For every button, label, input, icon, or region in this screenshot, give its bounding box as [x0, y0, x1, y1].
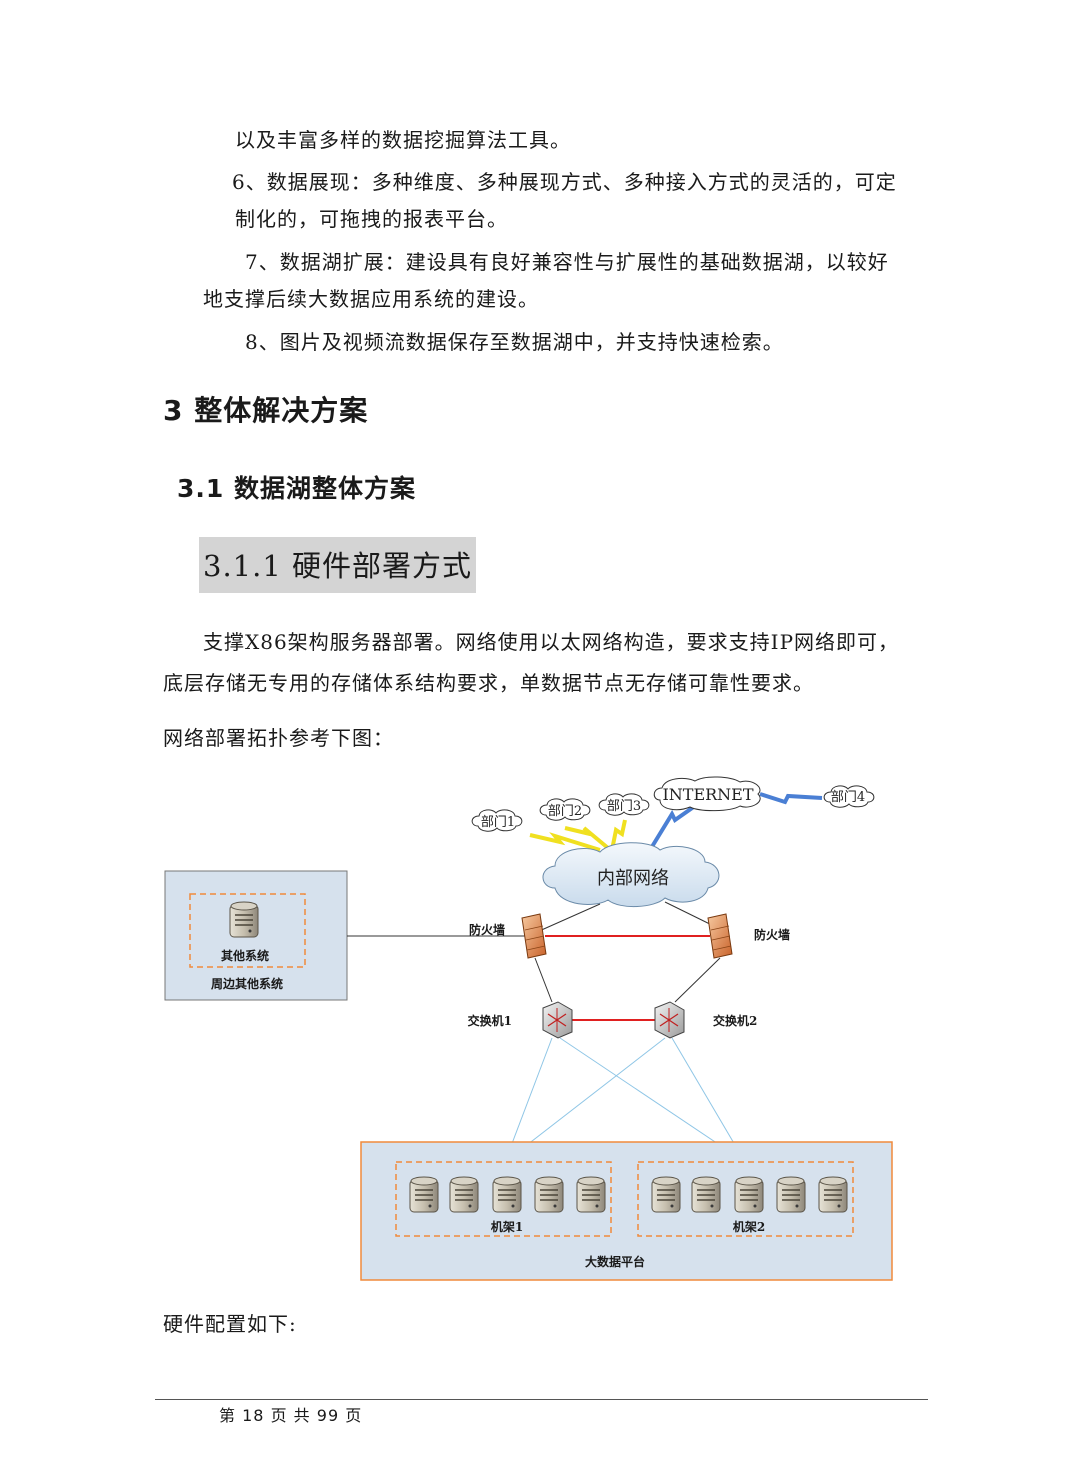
- network-topology-diagram: 其他系统 周边其他系统 部门1 部门2 部门3 INTERNET 部门4 内部网…: [164, 776, 893, 1281]
- server-icon: [818, 1176, 848, 1213]
- dept4-label: 部门4: [831, 790, 865, 805]
- rack2-label: 机架2: [733, 1219, 765, 1234]
- firewall-icon: [521, 913, 547, 959]
- server-icon: [576, 1176, 606, 1213]
- page-footer: 第 18 页 共 99 页: [219, 1402, 362, 1426]
- firewall-right-label: 防火墙: [754, 927, 790, 942]
- server-icon: [492, 1176, 522, 1213]
- internet-label: INTERNET: [662, 785, 753, 804]
- firewall-icon: [707, 913, 733, 959]
- section-paragraph: 支撑X86架构服务器部署。网络使用以太网络构造，要求支持IP网络即可，: [203, 630, 900, 654]
- server-icon: [449, 1176, 479, 1213]
- rack1-box: [395, 1161, 612, 1237]
- dept1-label: 部门1: [481, 815, 515, 830]
- list-item-6-cont: 制化的，可拖拽的报表平台。: [235, 207, 508, 231]
- platform-label: 大数据平台: [585, 1254, 645, 1269]
- list-item-7: 7、数据湖扩展：建设具有良好兼容性与扩展性的基础数据湖，以较好: [245, 250, 889, 274]
- footer-ye: 页: [270, 1406, 288, 1425]
- heading-1: 3 整体解决方案: [163, 394, 369, 427]
- server-icon: [734, 1176, 764, 1213]
- wireless-link-icon: [648, 804, 697, 852]
- footer-di: 第: [219, 1406, 237, 1425]
- rack1-label: 机架1: [491, 1219, 523, 1234]
- internet-cloud-icon: [653, 776, 761, 812]
- list-item-8: 8、图片及视频流数据保存至数据湖中，并支持快速检索。: [245, 330, 784, 354]
- switch1-label: 交换机1: [468, 1013, 512, 1028]
- dept2-label: 部门2: [548, 804, 582, 819]
- server-icon: [651, 1176, 681, 1213]
- other-system-label: 其他系统: [221, 948, 269, 963]
- total-pages: 99: [316, 1406, 340, 1425]
- wireless-link-icon: [564, 826, 610, 850]
- footer-gong: 共: [293, 1406, 311, 1425]
- intranet-cloud-icon: [542, 842, 720, 908]
- wireless-link-icon: [610, 819, 627, 851]
- switch-icon: [654, 1001, 685, 1039]
- rack2-box: [637, 1161, 854, 1237]
- footer-divider: [155, 1399, 928, 1400]
- footer-ye2: 页: [345, 1406, 363, 1425]
- switch-icon: [542, 1001, 573, 1039]
- list-item-7-cont: 地支撑后续大数据应用系统的建设。: [203, 287, 539, 311]
- firewall-left-label: 防火墙: [469, 922, 505, 937]
- figure-intro: 网络部署拓扑参考下图：: [163, 726, 394, 750]
- heading-3: 3.1.1 硬件部署方式: [199, 537, 477, 593]
- server-icon: [776, 1176, 806, 1213]
- server-icon: [534, 1176, 564, 1213]
- switch2-label: 交换机2: [713, 1013, 757, 1028]
- wireless-link-icon: [759, 792, 823, 805]
- peripheral-system-label: 周边其他系统: [211, 976, 283, 991]
- server-icon: [691, 1176, 721, 1213]
- page-number: 18: [242, 1406, 265, 1425]
- dept3-label: 部门3: [607, 799, 641, 814]
- intranet-label: 内部网络: [597, 868, 669, 889]
- server-icon: [409, 1176, 439, 1213]
- section-paragraph-cont: 底层存储无专用的存储体系结构要求，单数据节点无存储可靠性要求。: [163, 671, 814, 695]
- wireless-link-icon: [529, 832, 601, 852]
- hardware-config-intro: 硬件配置如下:: [163, 1312, 297, 1336]
- server-icon: [229, 901, 259, 938]
- paragraph-line: 以及丰富多样的数据挖掘算法工具。: [235, 128, 571, 152]
- heading-2: 3.1 数据湖整体方案: [177, 474, 416, 503]
- list-item-6: 6、数据展现：多种维度、多种展现方式、多种接入方式的灵活的，可定: [232, 170, 897, 194]
